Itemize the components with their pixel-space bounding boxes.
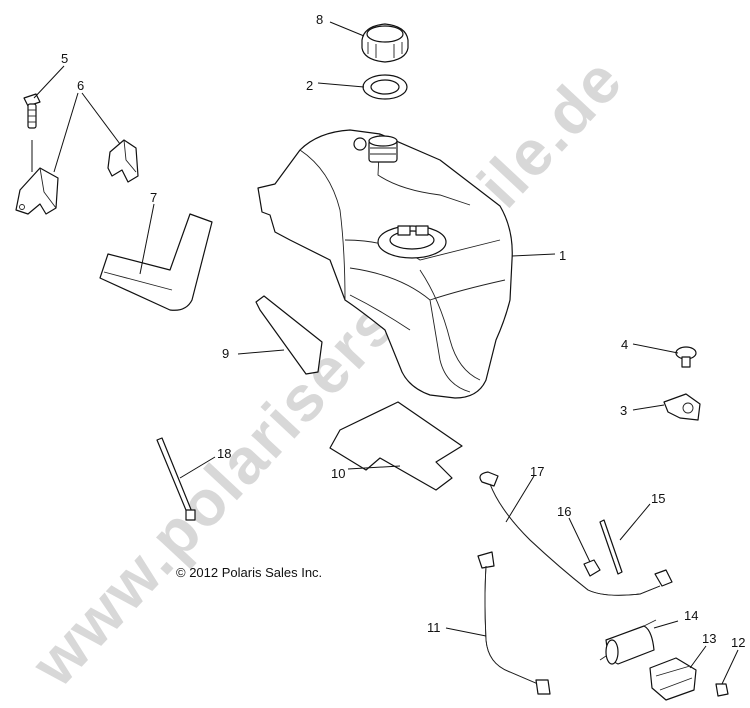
heat-shield-part xyxy=(99,213,213,311)
callout-18: 18 xyxy=(217,446,231,461)
cable-tie-part xyxy=(156,437,196,521)
bracket-right-part xyxy=(107,139,139,183)
clamp-part xyxy=(663,393,701,421)
foam-pad-part xyxy=(255,295,323,375)
callout-9: 9 xyxy=(222,346,229,361)
fuel-line-lower-part xyxy=(477,551,551,695)
fuel-line-upper-part xyxy=(479,471,673,596)
hose-clamp-part xyxy=(583,559,601,577)
fuel-cap-part xyxy=(361,23,409,63)
callout-4: 4 xyxy=(621,337,628,352)
callout-7: 7 xyxy=(150,190,157,205)
callout-3: 3 xyxy=(620,403,627,418)
callout-12: 12 xyxy=(731,635,745,650)
callout-1: 1 xyxy=(559,248,566,263)
callout-13: 13 xyxy=(702,631,716,646)
push-rivet-part xyxy=(675,346,697,368)
callout-6: 6 xyxy=(77,78,84,93)
gasket-ring-part xyxy=(362,74,408,100)
callout-leaders xyxy=(33,21,739,685)
callout-10: 10 xyxy=(331,466,345,481)
callout-8: 8 xyxy=(316,12,323,27)
mat-part xyxy=(329,401,463,491)
bolt-part xyxy=(23,93,41,172)
callout-2: 2 xyxy=(306,78,313,93)
rod-part xyxy=(599,519,623,575)
callout-14: 14 xyxy=(684,608,698,623)
filter-bracket-part xyxy=(649,657,697,701)
fuel-tank-part xyxy=(257,129,513,399)
callout-16: 16 xyxy=(557,504,571,519)
bracket-left-part xyxy=(15,167,59,215)
callout-11: 11 xyxy=(427,620,441,635)
fuel-filter-part xyxy=(599,619,657,665)
copyright-notice: © 2012 Polaris Sales Inc. xyxy=(176,565,322,580)
callout-15: 15 xyxy=(651,491,665,506)
callout-5: 5 xyxy=(61,51,68,66)
callout-17: 17 xyxy=(530,464,544,479)
screw-part xyxy=(715,683,729,697)
